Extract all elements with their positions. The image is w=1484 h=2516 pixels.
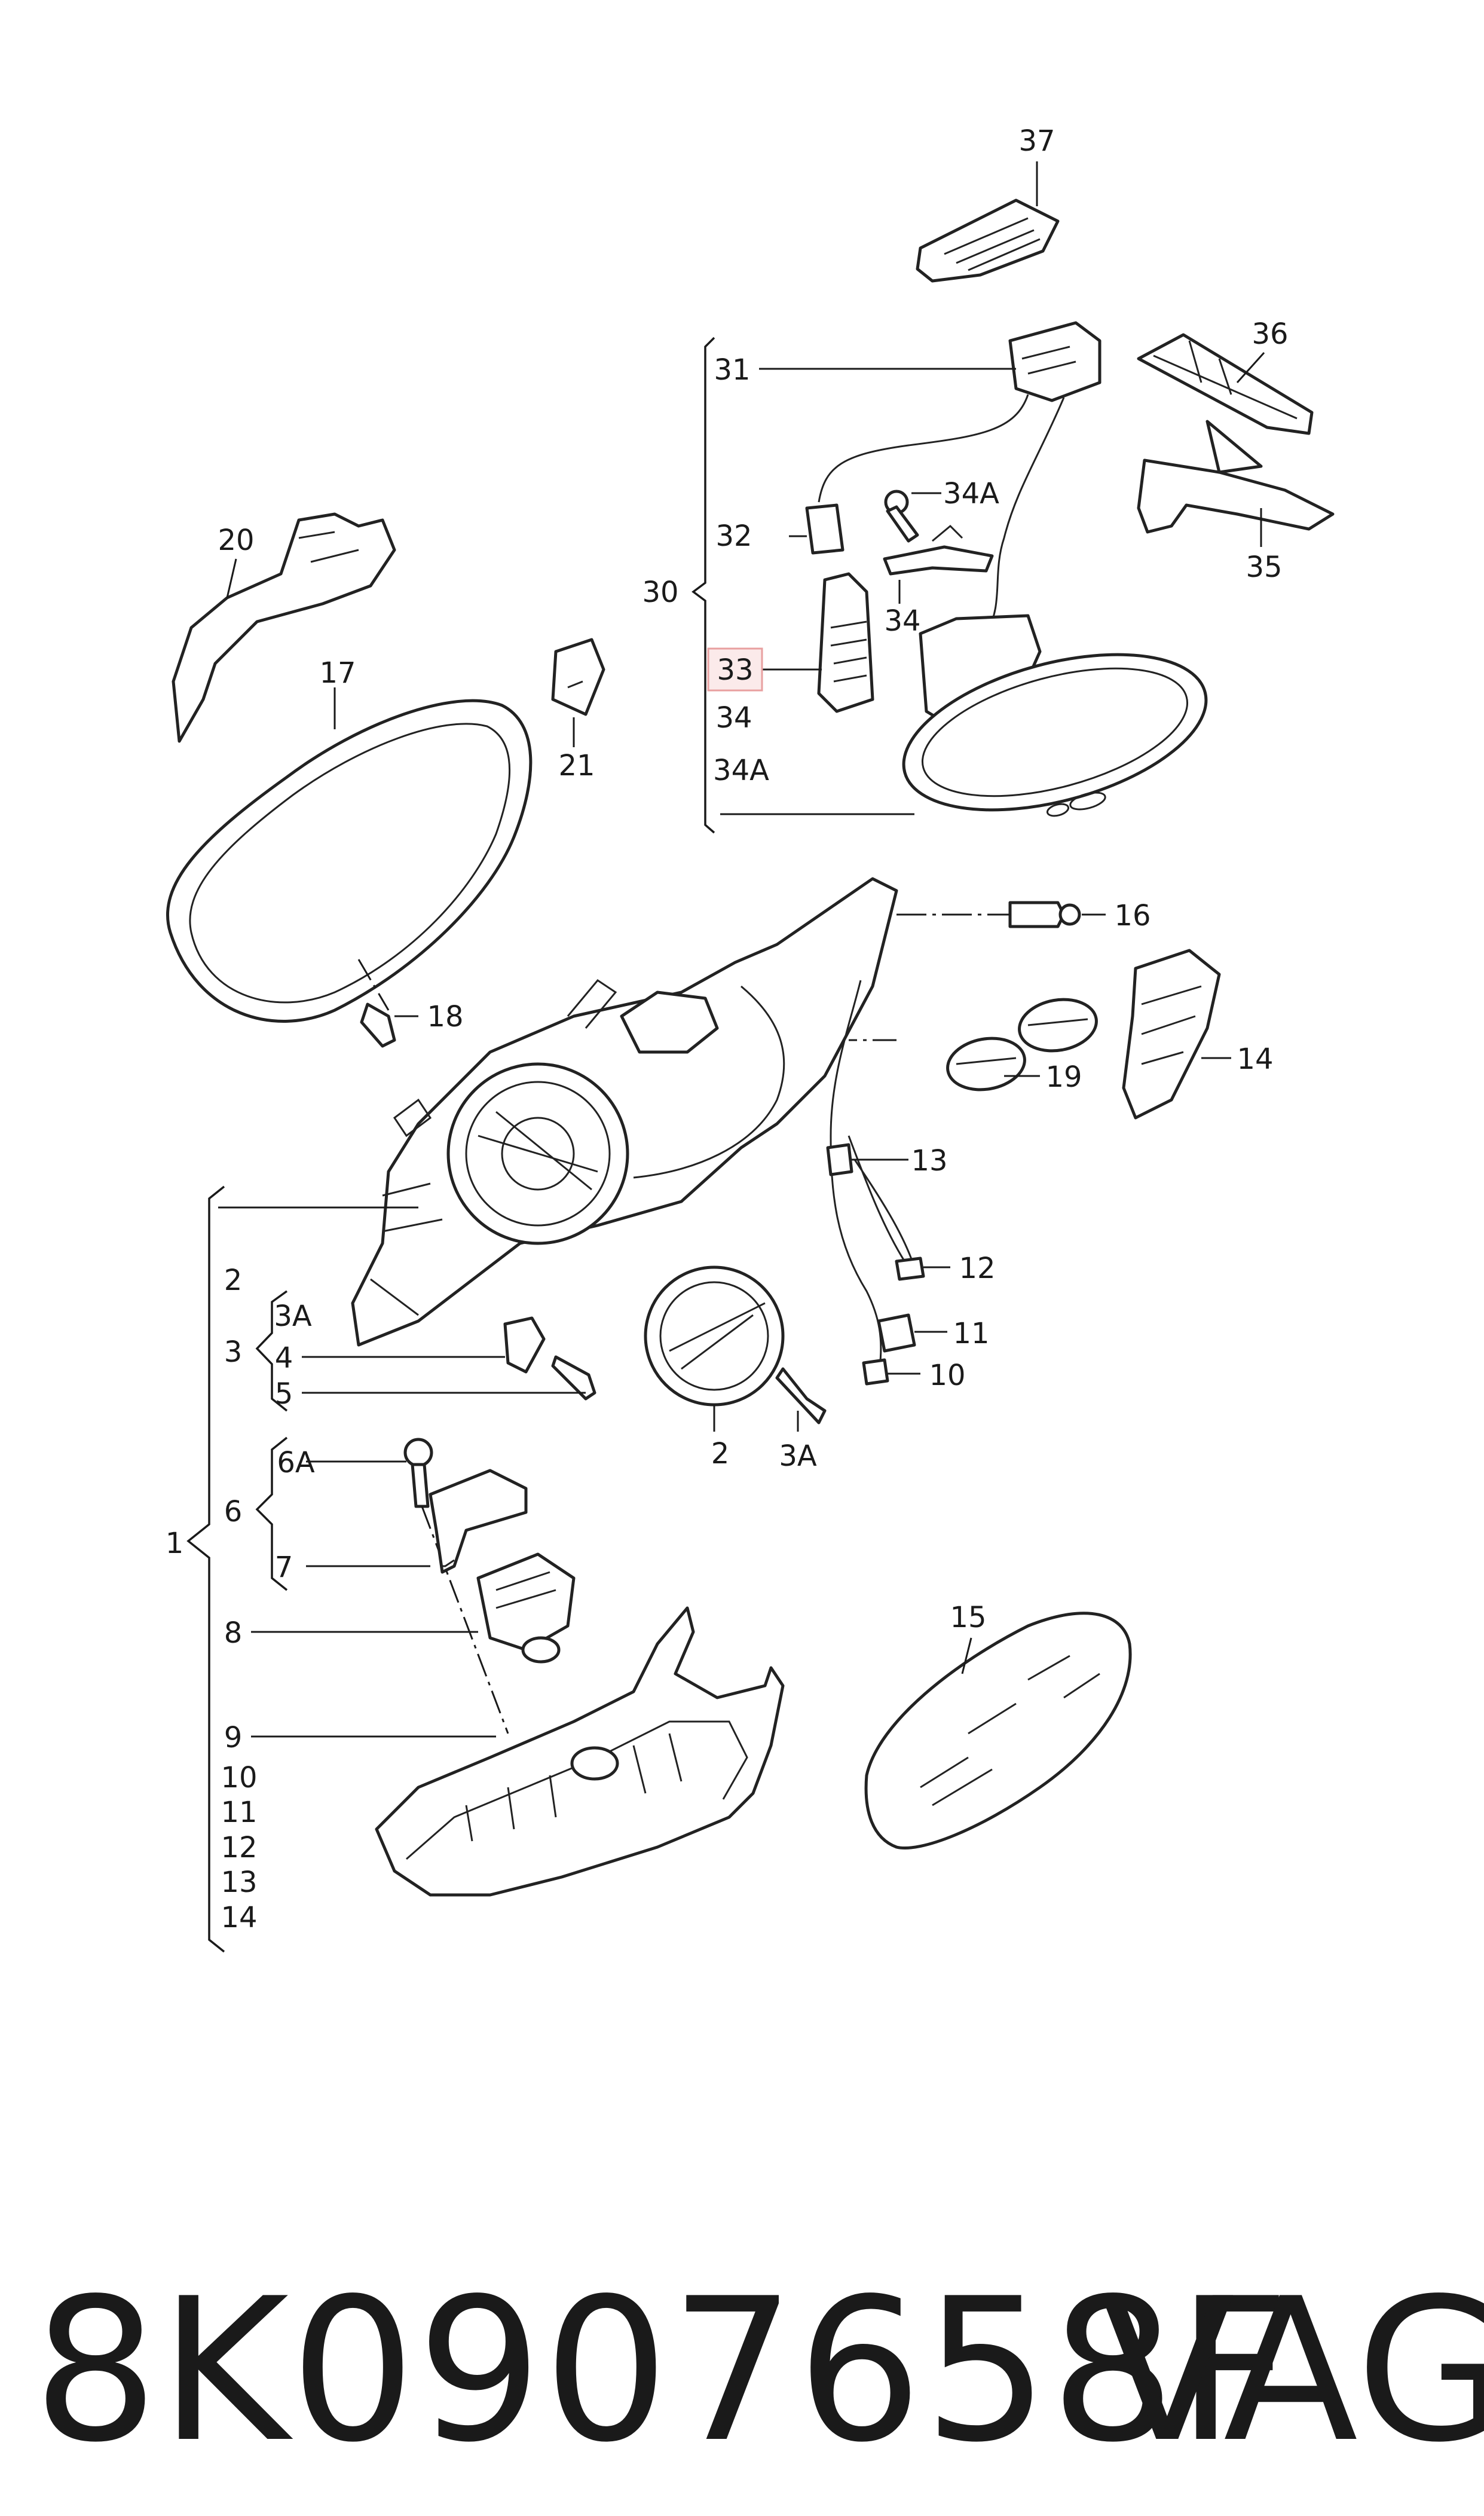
part-16-bolt bbox=[896, 901, 1106, 928]
label-7: 7 bbox=[275, 1551, 293, 1584]
label-5: 5 bbox=[275, 1377, 293, 1411]
label-18: 18 bbox=[427, 1000, 463, 1034]
label-3a-part: 3A bbox=[779, 1439, 817, 1473]
part-36 bbox=[1137, 333, 1314, 435]
part-18-screw bbox=[357, 959, 418, 1048]
part-33-module bbox=[762, 572, 874, 713]
part-number: 8K0907658F bbox=[33, 2256, 1292, 2486]
label-1: 1 bbox=[166, 1527, 184, 1560]
label-13-list: 13 bbox=[221, 1866, 257, 1899]
bracket-group-30 bbox=[691, 337, 715, 834]
label-20: 20 bbox=[218, 524, 254, 557]
label-3: 3 bbox=[224, 1335, 243, 1369]
label-32: 32 bbox=[715, 519, 752, 553]
label-35: 35 bbox=[1246, 551, 1282, 584]
part-30-mirror-glass bbox=[720, 614, 1208, 817]
label-34-mid: 34 bbox=[884, 604, 920, 638]
label-2-part: 2 bbox=[711, 1437, 730, 1471]
part-9-lower-housing bbox=[251, 1606, 785, 1897]
part-14-turn-signal bbox=[1122, 949, 1231, 1120]
part-31-harness bbox=[759, 321, 1101, 634]
brand-label: VAG bbox=[1100, 2256, 1484, 2486]
label-10-right: 10 bbox=[929, 1359, 965, 1392]
part-34a-screw bbox=[884, 490, 941, 543]
label-6a: 6A bbox=[277, 1446, 315, 1479]
label-34-list: 34 bbox=[715, 701, 752, 735]
label-12-list: 12 bbox=[221, 1831, 257, 1864]
part-7-bracket bbox=[306, 1469, 528, 1574]
label-12-right: 12 bbox=[959, 1252, 995, 1285]
label-34a-top: 34A bbox=[943, 477, 999, 510]
label-11-right: 11 bbox=[953, 1317, 989, 1350]
part-5-screw bbox=[302, 1355, 596, 1401]
part-2-motor bbox=[644, 1265, 785, 1432]
label-33: 33 bbox=[717, 653, 753, 687]
part-37 bbox=[916, 161, 1060, 283]
label-30: 30 bbox=[642, 576, 678, 609]
part-20 bbox=[172, 512, 396, 743]
part-17-housing-cap bbox=[166, 687, 533, 1023]
main-housing bbox=[351, 877, 898, 1347]
label-3a-list: 3A bbox=[274, 1300, 312, 1333]
wiring-10-13 bbox=[826, 980, 950, 1386]
label-16: 16 bbox=[1114, 899, 1151, 933]
part-4-clip bbox=[302, 1316, 546, 1374]
part-19-caps bbox=[946, 998, 1098, 1092]
label-13-right: 13 bbox=[911, 1144, 947, 1178]
bracket-group-1 bbox=[186, 1185, 225, 1953]
label-21: 21 bbox=[558, 749, 595, 782]
label-9: 9 bbox=[224, 1721, 243, 1754]
part-6a-screw bbox=[306, 1438, 509, 1734]
label-8: 8 bbox=[224, 1616, 243, 1650]
part-21-clip bbox=[551, 638, 605, 747]
label-2-list: 2 bbox=[224, 1264, 243, 1297]
label-36: 36 bbox=[1252, 317, 1288, 351]
label-19: 19 bbox=[1045, 1060, 1082, 1094]
bracket-group-6 bbox=[255, 1436, 288, 1591]
part-3a-screw bbox=[775, 1367, 827, 1432]
label-31: 31 bbox=[714, 353, 750, 387]
label-11-list: 11 bbox=[221, 1796, 257, 1829]
part-35 bbox=[1137, 420, 1335, 547]
bracket-group-3 bbox=[255, 1290, 288, 1412]
label-14-list: 14 bbox=[221, 1901, 257, 1934]
highlight-box-33 bbox=[707, 647, 763, 692]
label-17: 17 bbox=[319, 656, 356, 690]
label-37: 37 bbox=[1018, 124, 1055, 158]
label-34a-list: 34A bbox=[713, 754, 769, 787]
part-8-actuator bbox=[251, 1552, 576, 1664]
labels: 37 36 35 31 32 34A 34 30 33 34 34A 20 17… bbox=[166, 124, 1289, 1934]
label-14-right: 14 bbox=[1237, 1043, 1273, 1076]
part-15-mirror-glass bbox=[864, 1612, 1132, 1849]
part-34-clip bbox=[883, 524, 994, 604]
label-4: 4 bbox=[275, 1341, 293, 1375]
label-6: 6 bbox=[224, 1495, 243, 1528]
label-10-list: 10 bbox=[221, 1761, 257, 1794]
part-32-connector bbox=[789, 503, 844, 555]
label-15: 15 bbox=[950, 1601, 986, 1634]
